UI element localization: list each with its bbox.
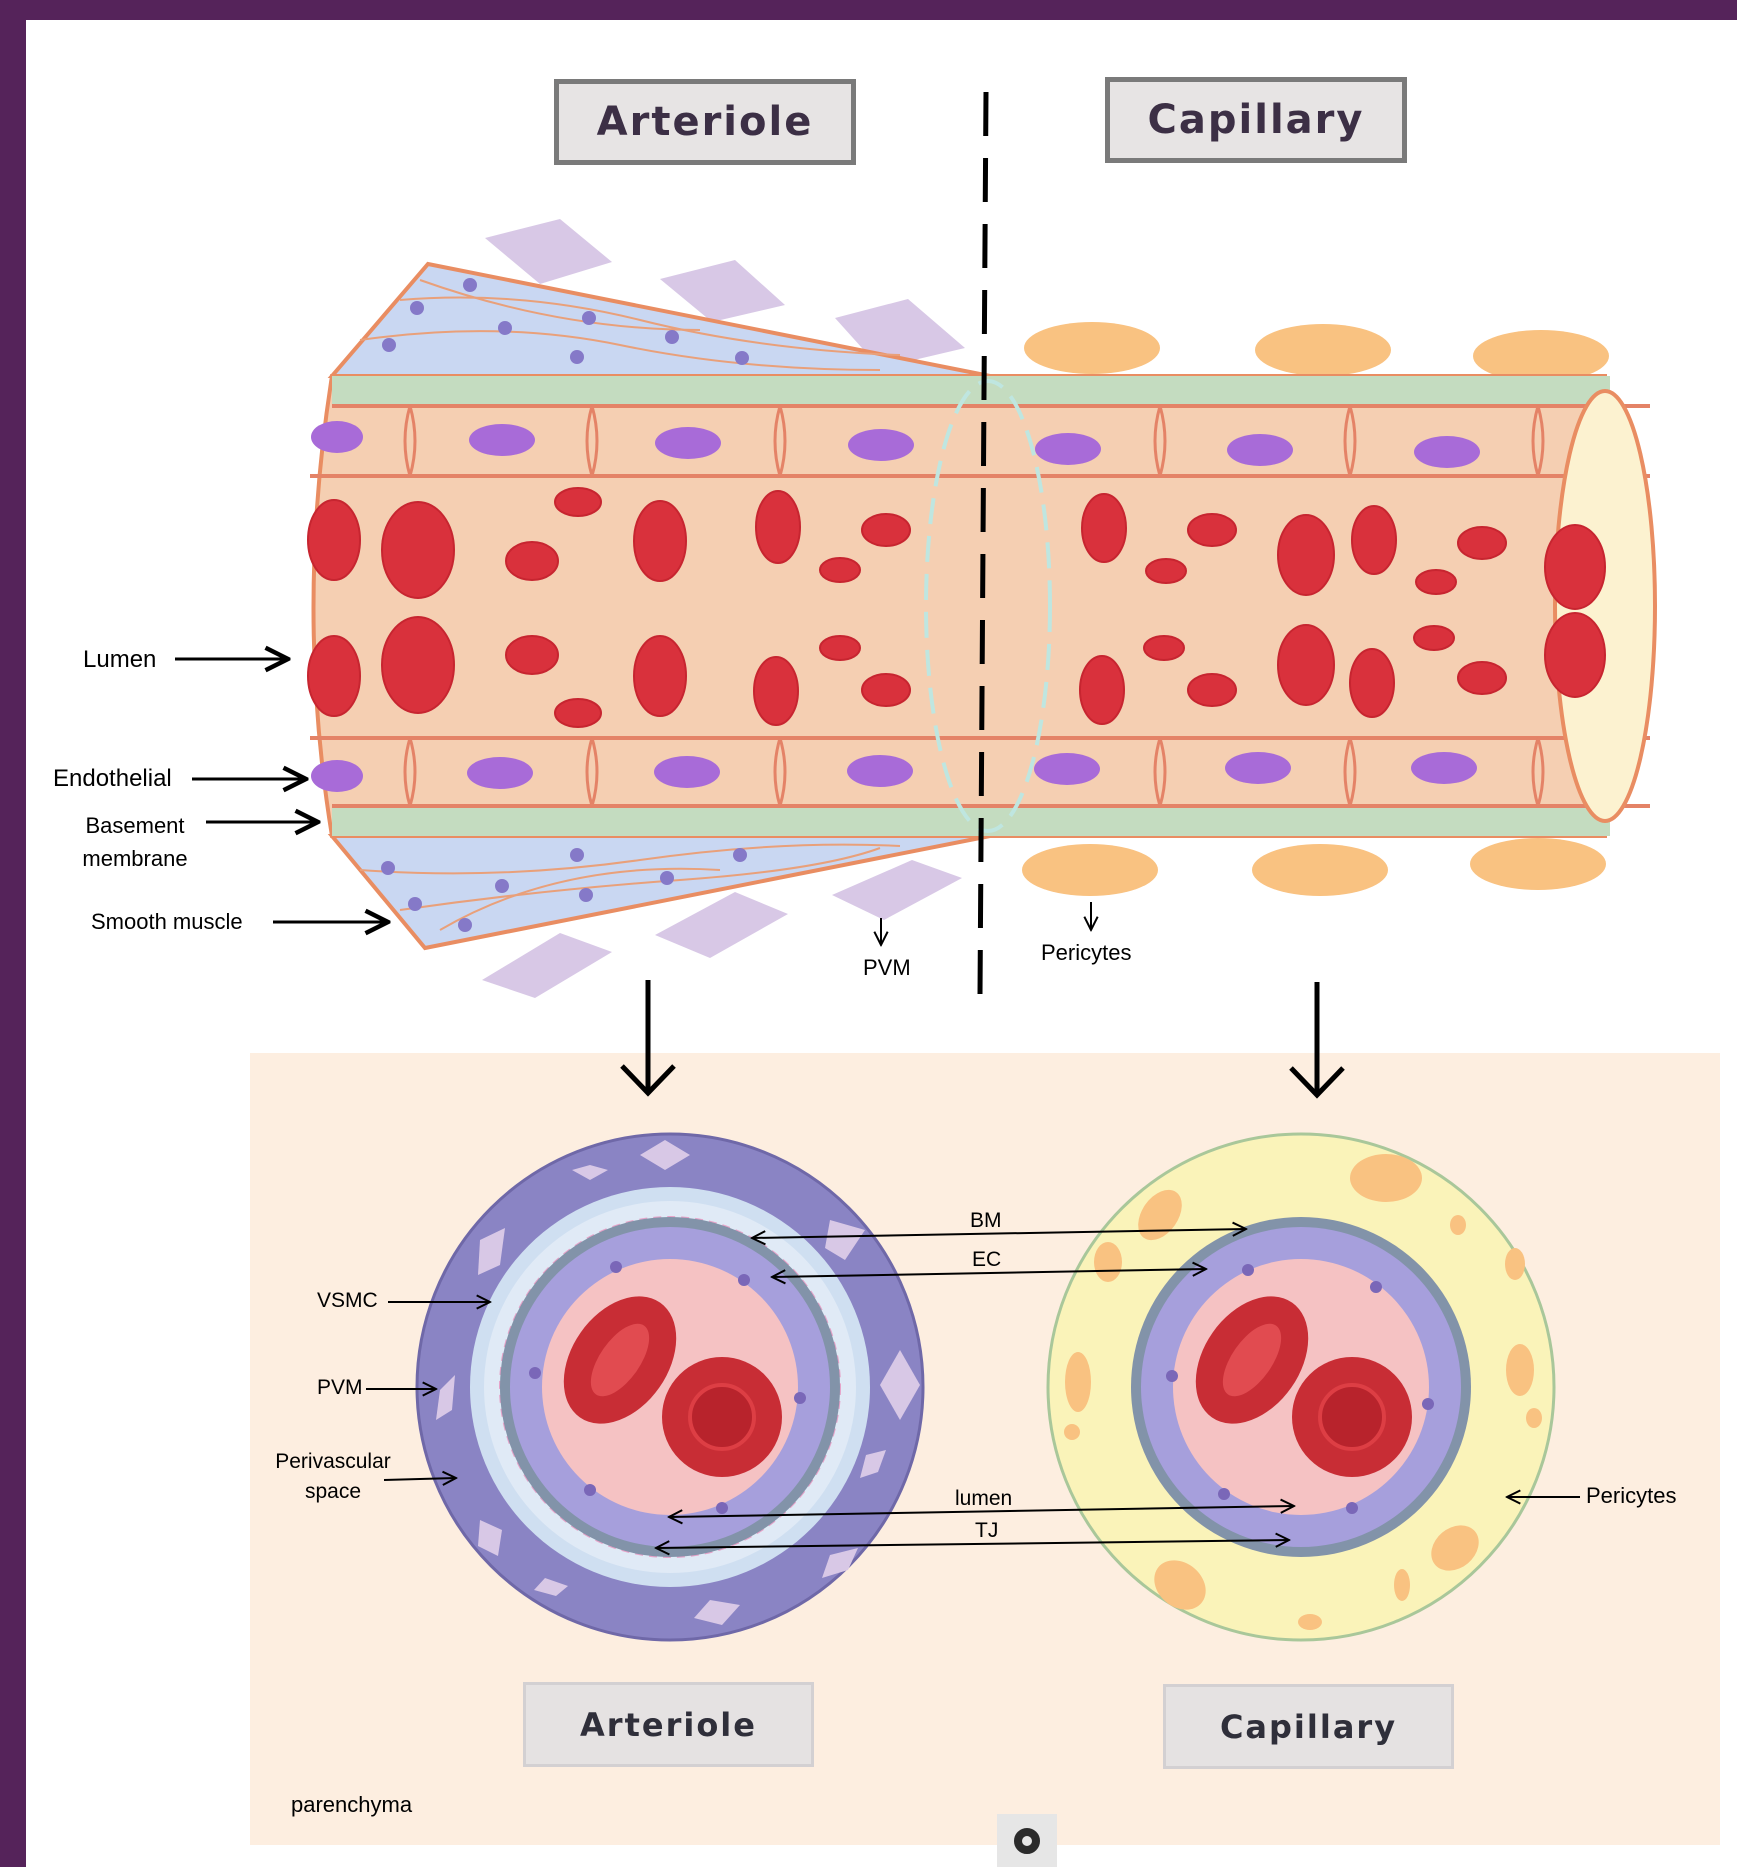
label-pericytes-cross: Pericytes xyxy=(1586,1483,1676,1509)
bottom-arteriole-title: Arteriole xyxy=(523,1682,814,1767)
capillary-cross-section xyxy=(1048,1134,1554,1640)
label-perivascular-line1: Perivascular xyxy=(262,1447,404,1477)
label-endothelial: Endothelial xyxy=(53,765,172,793)
label-perivascular-space: Perivascular space xyxy=(262,1447,404,1507)
logo-badge xyxy=(997,1814,1057,1867)
bottom-capillary-title: Capillary xyxy=(1163,1684,1454,1769)
label-basement-line2: membrane xyxy=(60,842,210,875)
circle-icon xyxy=(1014,1828,1040,1854)
label-perivascular-line2: space xyxy=(262,1477,404,1507)
label-ec: EC xyxy=(972,1248,1001,1272)
label-basement-membrane: Basement membrane xyxy=(60,809,210,875)
label-parenchyma: parenchyma xyxy=(291,1792,412,1818)
label-lumen-cross: lumen xyxy=(955,1487,1012,1511)
label-smooth-muscle: Smooth muscle xyxy=(91,909,243,935)
top-arteriole-title: Arteriole xyxy=(554,79,856,165)
label-tj: TJ xyxy=(975,1519,998,1543)
top-capillary-title: Capillary xyxy=(1105,77,1407,163)
label-pvm-top: PVM xyxy=(863,955,911,981)
label-bm: BM xyxy=(970,1209,1002,1233)
arteriole-cross-section xyxy=(417,1134,923,1640)
label-pvm-bottom: PVM xyxy=(317,1376,363,1400)
label-lumen: Lumen xyxy=(83,646,156,674)
label-basement-line1: Basement xyxy=(60,809,210,842)
label-vsmc: VSMC xyxy=(317,1289,378,1313)
label-pericytes-top: Pericytes xyxy=(1041,940,1131,966)
